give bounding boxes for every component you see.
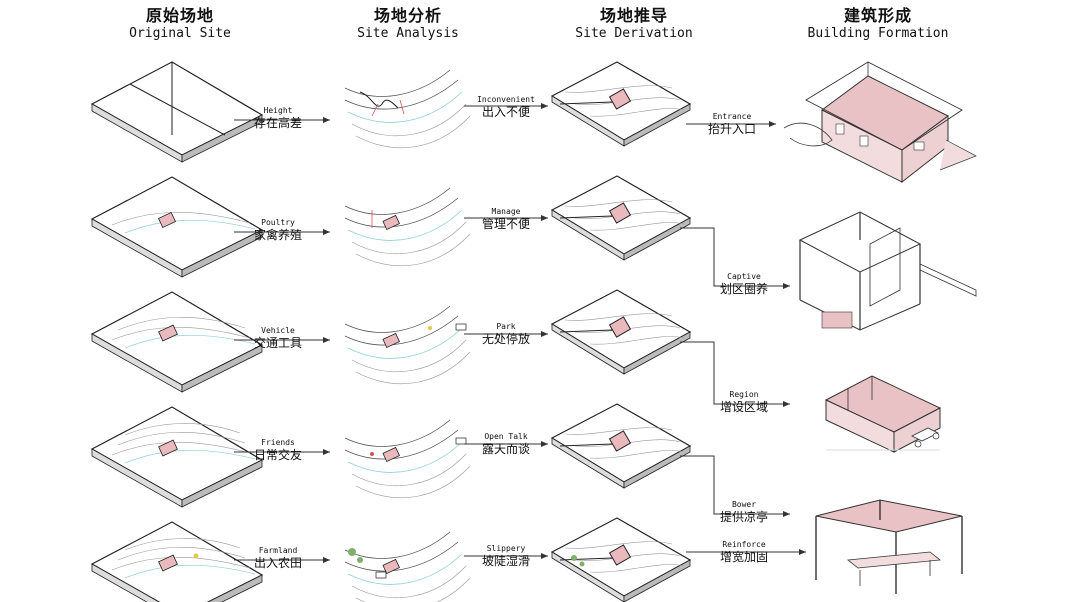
label-en: Manage bbox=[491, 207, 521, 216]
derivation-plate-4 bbox=[551, 403, 691, 489]
derivation-label-1: Inconvenient 出入不便 bbox=[451, 95, 561, 120]
building-label-5: Reinforce 增宽加固 bbox=[689, 540, 799, 565]
analysis-label-3: Vehicle 交通工具 bbox=[223, 326, 333, 351]
label-en: Vehicle bbox=[261, 326, 295, 335]
column-title-zh: 场地推导 bbox=[599, 6, 668, 25]
column-header-building: 建筑形成 Building Formation bbox=[778, 6, 978, 42]
label-zh: 坡陡湿滑 bbox=[481, 554, 530, 568]
original-site-row-1 bbox=[91, 61, 263, 163]
label-en: Entrance bbox=[712, 112, 752, 121]
label-en: Bower bbox=[731, 500, 757, 509]
derivation-label-5: Slippery 坡陡湿滑 bbox=[451, 544, 561, 569]
label-zh: 交通工具 bbox=[253, 336, 302, 350]
original-site-row-5 bbox=[91, 521, 263, 602]
original-site-row-4 bbox=[91, 406, 263, 508]
label-zh: 存在高差 bbox=[253, 116, 302, 130]
original-site-row-3 bbox=[91, 291, 263, 393]
label-en: Poultry bbox=[261, 218, 295, 227]
label-zh: 管理不便 bbox=[481, 217, 530, 231]
column-header-derivation: 场地推导 Site Derivation bbox=[534, 6, 734, 42]
label-en: Inconvenient bbox=[477, 95, 535, 104]
derivation-plate-5 bbox=[551, 517, 691, 602]
building-label-3: Region 增设区域 bbox=[689, 390, 799, 415]
analysis-label-1: Height 存在高差 bbox=[223, 106, 333, 131]
building-bower bbox=[815, 499, 963, 594]
label-en: Height bbox=[263, 106, 293, 115]
label-en: Friends bbox=[261, 438, 295, 447]
derivation-label-4: Open Talk 露天而谈 bbox=[451, 432, 561, 457]
original-site-row-2 bbox=[91, 176, 263, 278]
label-zh: 家禽养殖 bbox=[253, 228, 302, 242]
label-zh: 出入不便 bbox=[481, 105, 530, 119]
arrows bbox=[234, 103, 806, 563]
label-zh: 抬升入口 bbox=[707, 122, 756, 136]
building-house bbox=[783, 61, 977, 184]
building-frame bbox=[798, 211, 977, 331]
label-zh: 增宽加固 bbox=[719, 550, 768, 564]
label-en: Captive bbox=[727, 272, 761, 281]
label-en: Park bbox=[496, 322, 516, 331]
column-title-zh: 原始场地 bbox=[145, 6, 214, 25]
building-label-2: Captive 划区圈养 bbox=[689, 272, 799, 297]
building-label-1: Entrance 抬升入口 bbox=[677, 112, 787, 137]
column-title-zh: 建筑形成 bbox=[843, 6, 912, 25]
derivation-plate-2 bbox=[551, 175, 691, 261]
analysis-row-3 bbox=[344, 305, 471, 385]
label-zh: 露天而谈 bbox=[481, 442, 530, 456]
label-zh: 无处停放 bbox=[481, 332, 530, 346]
column-header-analysis: 场地分析 Site Analysis bbox=[308, 6, 508, 42]
analysis-row-2 bbox=[344, 187, 471, 267]
label-zh: 提供凉亭 bbox=[719, 510, 768, 524]
analysis-row-5 bbox=[344, 531, 471, 602]
derivation-label-2: Manage 管理不便 bbox=[451, 207, 561, 232]
analysis-label-5: Farmland 出入农田 bbox=[223, 546, 333, 571]
label-zh: 日常交友 bbox=[253, 448, 302, 462]
derivation-label-3: Park 无处停放 bbox=[451, 322, 561, 347]
column-title-en: Site Derivation bbox=[575, 26, 693, 41]
analysis-row-4 bbox=[344, 419, 471, 499]
building-label-4: Bower 提供凉亭 bbox=[689, 500, 799, 525]
column-title-en: Original Site bbox=[129, 26, 231, 41]
derivation-plate-3 bbox=[551, 289, 691, 375]
label-en: Reinforce bbox=[722, 540, 766, 549]
analysis-label-4: Friends 日常交友 bbox=[223, 438, 333, 463]
column-title-zh: 场地分析 bbox=[373, 6, 442, 25]
analysis-label-2: Poultry 家禽养殖 bbox=[223, 218, 333, 243]
column-title-en: Site Analysis bbox=[357, 26, 459, 41]
analysis-row-1 bbox=[344, 69, 471, 149]
column-header-original: 原始场地 Original Site bbox=[80, 6, 280, 42]
label-en: Slippery bbox=[486, 544, 526, 553]
label-zh: 出入农田 bbox=[253, 556, 302, 570]
label-zh: 增设区域 bbox=[719, 400, 768, 414]
label-zh: 划区圈养 bbox=[719, 282, 768, 296]
column-title-en: Building Formation bbox=[807, 26, 949, 41]
label-en: Open Talk bbox=[484, 432, 528, 441]
derivation-plate-1 bbox=[551, 61, 691, 147]
label-en: Region bbox=[729, 390, 759, 399]
building-region bbox=[824, 375, 942, 453]
label-en: Farmland bbox=[258, 546, 298, 555]
